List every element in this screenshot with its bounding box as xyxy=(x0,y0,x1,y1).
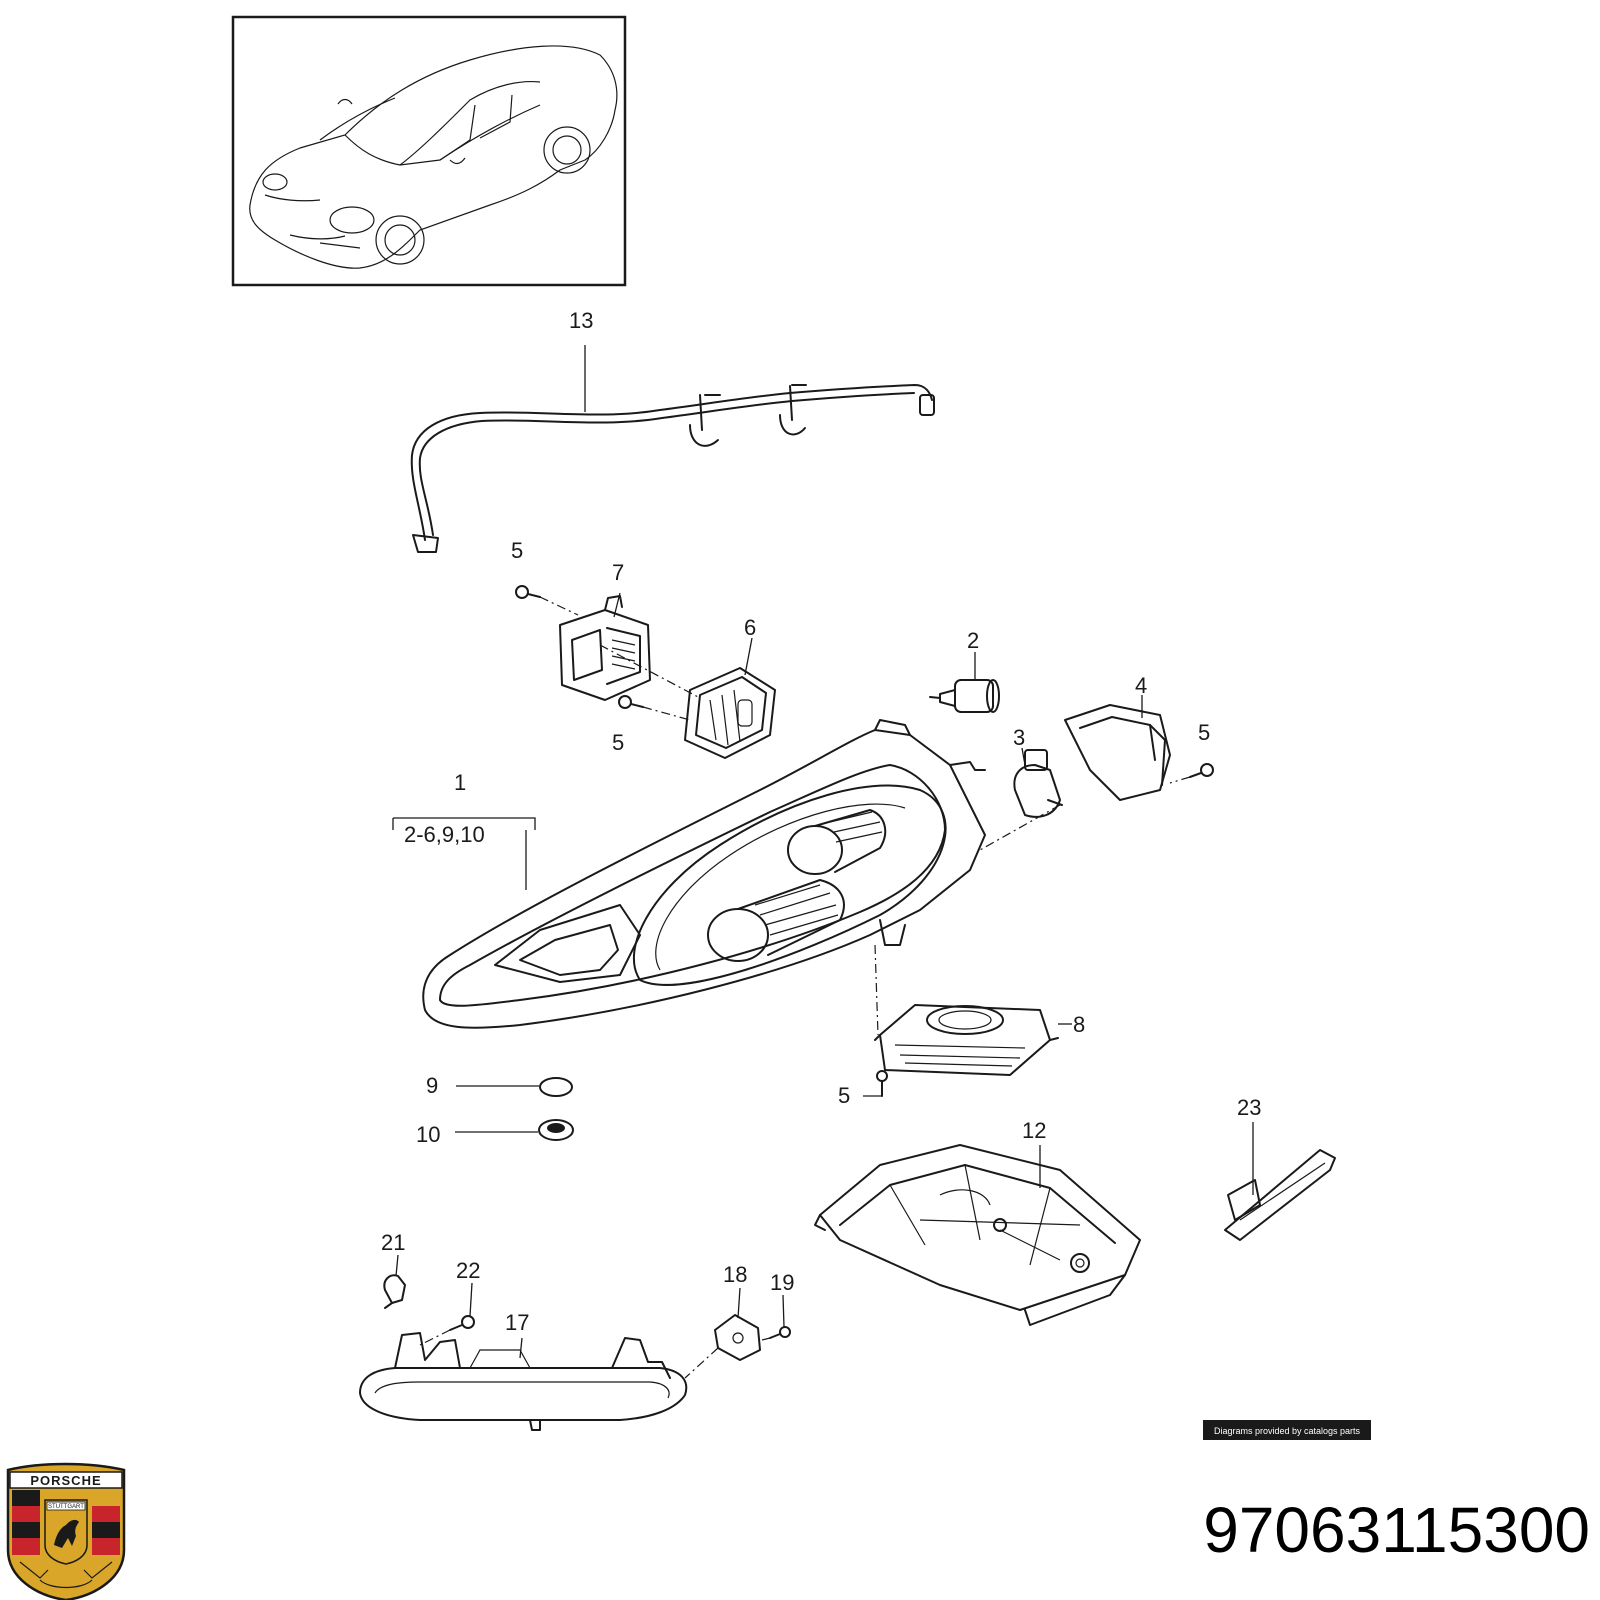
callout-3: 3 xyxy=(1013,725,1025,750)
screw-right xyxy=(1189,763,1214,778)
callout-10: 10 xyxy=(416,1122,440,1147)
callout-17: 17 xyxy=(505,1310,529,1335)
callout-8: 8 xyxy=(1073,1012,1085,1037)
part-18-bracket[interactable] xyxy=(714,1314,761,1361)
vehicle-inset xyxy=(231,15,627,287)
logo-city-text: STUTTGART xyxy=(48,1504,84,1510)
part-number: 97063115300 xyxy=(1203,1494,1590,1566)
callout-5-right: 5 xyxy=(1198,720,1210,745)
callout-19: 19 xyxy=(770,1270,794,1295)
part-13-hose[interactable] xyxy=(410,384,935,553)
callout-9: 9 xyxy=(426,1073,438,1098)
part-3-bulb-holder[interactable] xyxy=(1013,749,1063,818)
callout-6: 6 xyxy=(744,615,756,640)
part-6-cover[interactable] xyxy=(684,667,776,759)
leader-lines xyxy=(392,345,1254,1359)
callout-23: 23 xyxy=(1237,1095,1261,1120)
part-5-screws[interactable] xyxy=(515,585,1214,1097)
callout-18: 18 xyxy=(723,1262,747,1287)
callout-labels: 13 5 7 6 5 2 4 3 5 1 2-6,9,10 8 5 9 10 1… xyxy=(381,308,1261,1335)
callout-5-upper-left: 5 xyxy=(511,538,523,563)
callout-7: 7 xyxy=(612,560,624,585)
screw-lower xyxy=(876,1070,888,1097)
diagram-credit-badge: Diagrams provided by catalogs parts xyxy=(1203,1420,1371,1440)
part-2-actuator[interactable] xyxy=(929,679,1000,713)
part-7-control-unit[interactable] xyxy=(559,595,651,701)
part-17-drl[interactable] xyxy=(359,1332,688,1431)
part-23-side-marker[interactable] xyxy=(1224,1149,1336,1241)
callout-1-subparts: 2-6,9,10 xyxy=(404,822,485,847)
part-4-cap[interactable] xyxy=(1064,704,1171,801)
part-9-o-ring[interactable] xyxy=(539,1077,573,1097)
callout-1: 1 xyxy=(454,770,466,795)
screw-upper-left xyxy=(515,585,541,599)
callout-21: 21 xyxy=(381,1230,405,1255)
part-21-clip[interactable] xyxy=(383,1274,406,1309)
screw-mid-left xyxy=(618,695,644,709)
part-12-mounting-frame[interactable] xyxy=(814,1144,1141,1326)
credit-text: Diagrams provided by catalogs parts xyxy=(1214,1426,1361,1436)
callout-5-mid-left: 5 xyxy=(612,730,624,755)
callout-13: 13 xyxy=(569,308,593,333)
callout-2: 2 xyxy=(967,628,979,653)
part-8-ballast[interactable] xyxy=(874,1004,1059,1076)
callout-22: 22 xyxy=(456,1258,480,1283)
callout-5-lower: 5 xyxy=(838,1083,850,1108)
part-22-screw[interactable] xyxy=(449,1315,475,1331)
car-illustration xyxy=(249,45,618,269)
porsche-crest-logo: PORSCHE STUTTGART xyxy=(6,1462,126,1600)
callout-12: 12 xyxy=(1022,1118,1046,1143)
part-1-headlamp[interactable] xyxy=(422,719,986,1029)
part-19-screw[interactable] xyxy=(769,1326,791,1339)
part-10-grommet[interactable] xyxy=(538,1119,574,1141)
callout-4: 4 xyxy=(1135,673,1147,698)
logo-brand-text: PORSCHE xyxy=(30,1473,101,1488)
assembly-lines xyxy=(419,596,1191,1379)
